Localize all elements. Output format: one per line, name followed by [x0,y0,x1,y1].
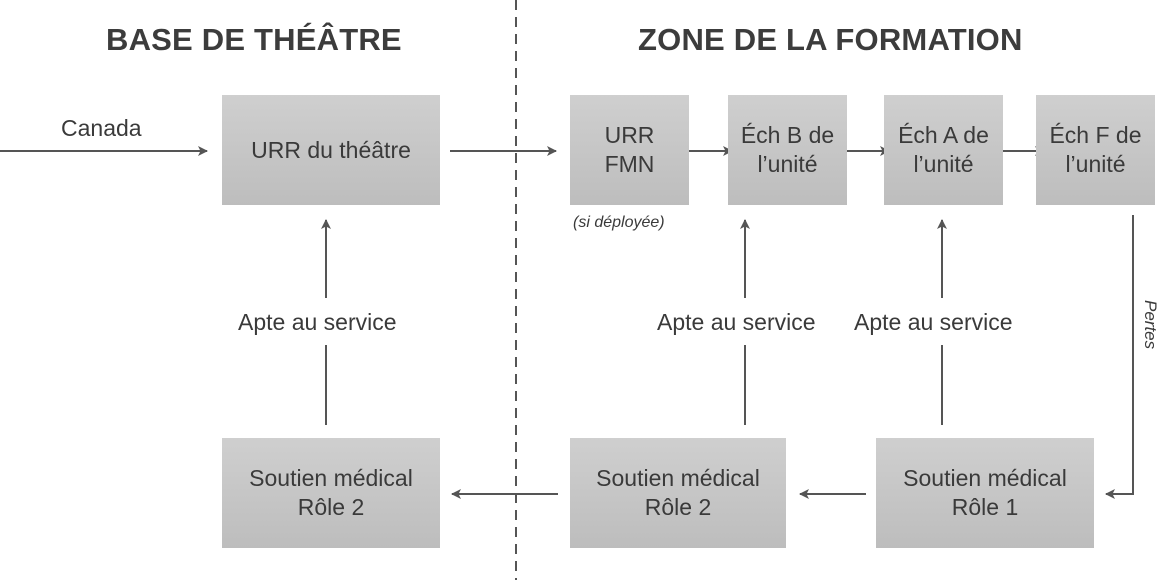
box-medical-role2-right-line1: Soutien médical [596,465,760,491]
heading-theatre-base: BASE DE THÉÂTRE [106,22,402,57]
box-ech-f-line1: Éch F de [1049,122,1142,148]
label-losses: Pertes [1141,300,1160,350]
box-urr-fmn-line1: URR [604,122,655,148]
heading-formation-zone: ZONE DE LA FORMATION [638,22,1023,57]
box-urr-theatre-text: URR du théâtre [251,136,411,163]
box-ech-f: Éch F de l’unité [1036,95,1155,205]
arrow-losses-to-role1 [1105,215,1134,499]
box-medical-role1-line2: Rôle 1 [951,494,1019,520]
note-if-deployed: (si déployée) [573,214,665,231]
box-ech-b-line1: Éch B de [740,122,835,148]
box-ech-a: Éch A de l’unité [884,95,1003,205]
box-ech-b: Éch B de l’unité [728,95,847,205]
box-urr-fmn: URR FMN [570,95,689,205]
box-urr-fmn-line2: FMN [604,151,655,177]
box-medical-role2-right-line2: Rôle 2 [644,494,712,520]
box-ech-a-line2: l’unité [913,151,974,177]
box-medical-role2-left: Soutien médical Rôle 2 [222,438,440,548]
box-urr-theatre: URR du théâtre [222,95,440,205]
label-canada: Canada [61,115,142,141]
box-medical-role1-line1: Soutien médical [903,465,1067,491]
box-medical-role1: Soutien médical Rôle 1 [876,438,1094,548]
label-fit-for-duty-left: Apte au service [238,309,397,335]
box-medical-role2-left-line2: Rôle 2 [297,494,365,520]
box-ech-a-line1: Éch A de [898,122,989,148]
box-ech-b-line2: l’unité [757,151,818,177]
box-ech-f-line2: l’unité [1065,151,1126,177]
label-fit-for-duty-right: Apte au service [854,309,1013,335]
label-fit-for-duty-mid: Apte au service [657,309,816,335]
box-medical-role2-right: Soutien médical Rôle 2 [570,438,786,548]
box-medical-role2-left-line1: Soutien médical [249,465,413,491]
